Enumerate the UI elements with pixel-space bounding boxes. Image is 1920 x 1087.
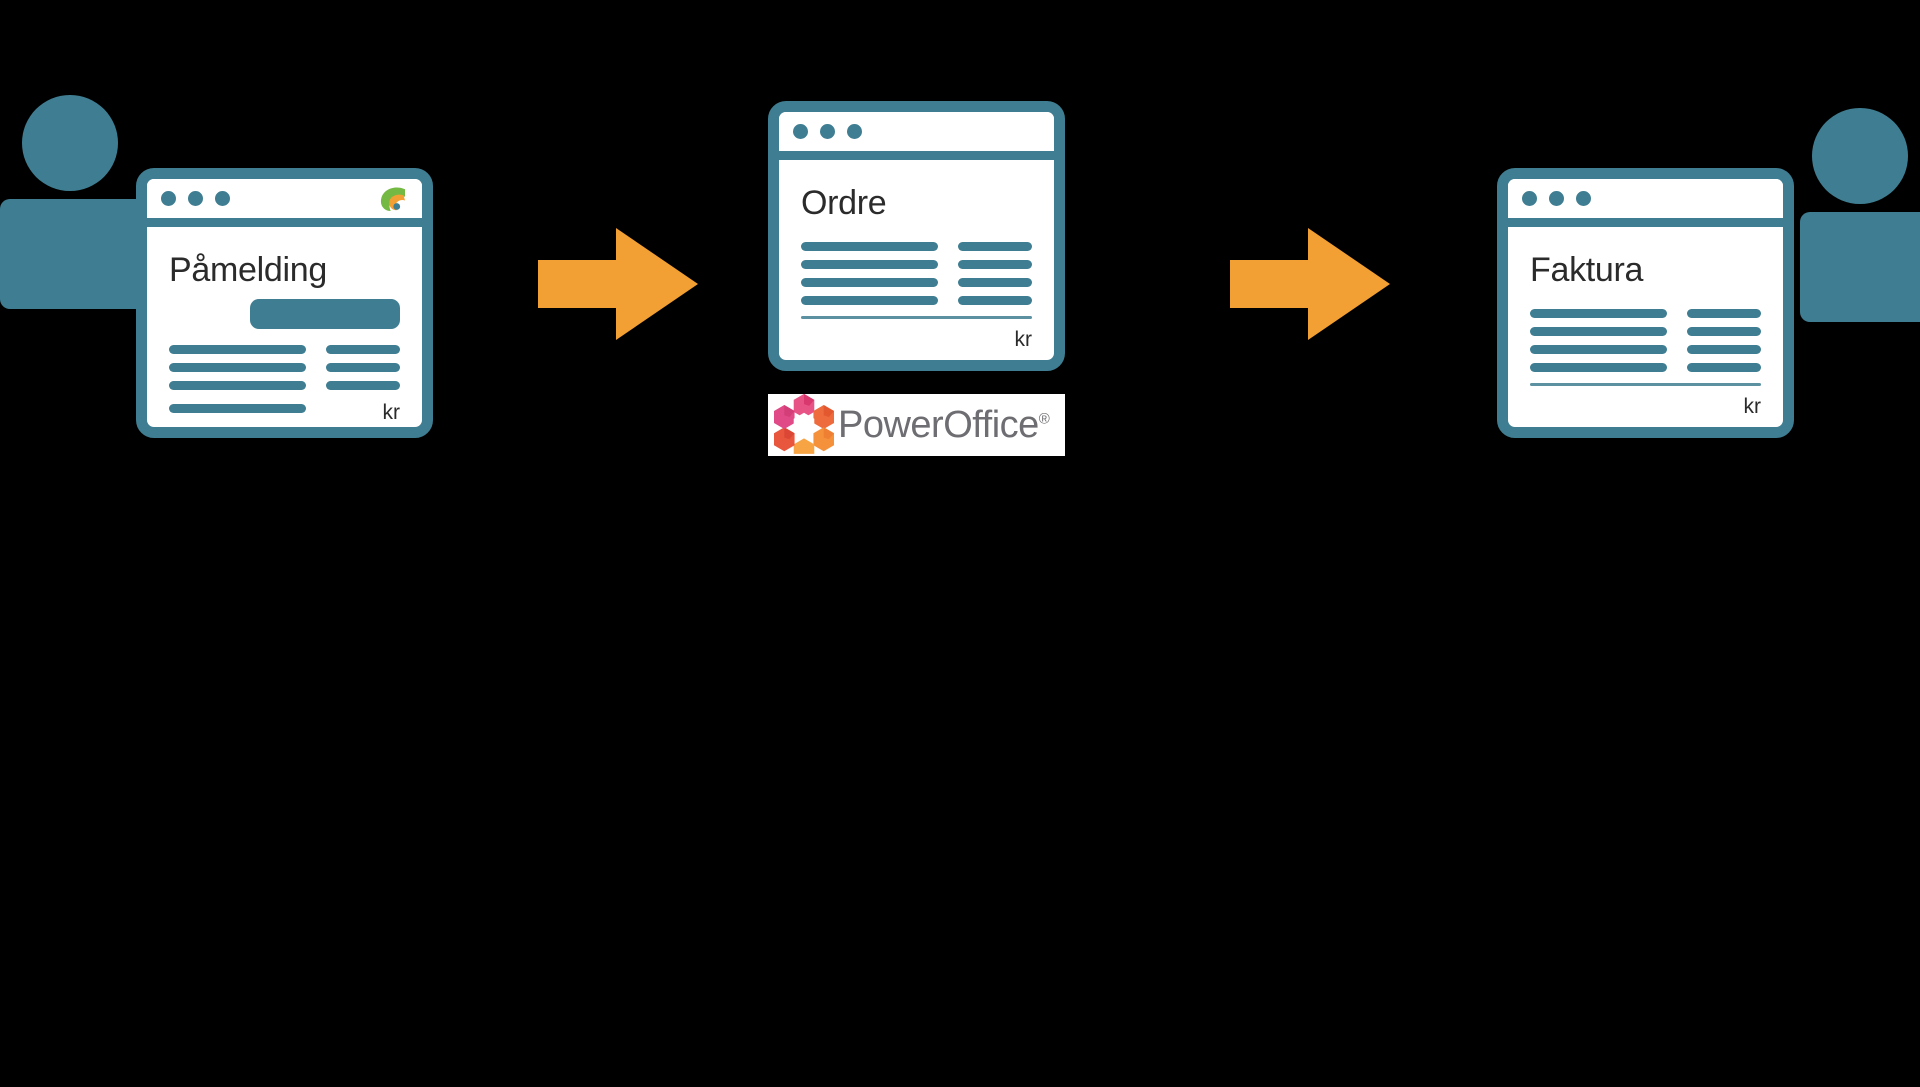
window-dots xyxy=(793,124,862,139)
actor-left xyxy=(0,95,200,309)
content-bar xyxy=(169,363,306,372)
divider-line xyxy=(1530,383,1761,386)
swirl-logo-icon xyxy=(378,186,408,212)
window-dots xyxy=(161,191,230,206)
card-ordre[interactable]: Ordre kr xyxy=(768,101,1065,371)
content-rows: kr xyxy=(169,345,400,423)
currency-label: kr xyxy=(1743,395,1762,418)
card-body: Ordre kr xyxy=(779,160,1054,351)
window-dot-3 xyxy=(215,191,230,206)
content-col-left xyxy=(169,345,306,423)
content-rows xyxy=(801,242,1032,314)
content-bar xyxy=(958,260,1032,269)
total-line xyxy=(801,370,1032,371)
window-dot-1 xyxy=(161,191,176,206)
card-pamelding[interactable]: Påmelding kr xyxy=(136,168,433,438)
window-dot-2 xyxy=(188,191,203,206)
window-dot-3 xyxy=(1576,191,1591,206)
submit-button[interactable] xyxy=(250,299,400,329)
content-col-left xyxy=(801,242,938,314)
content-col-right xyxy=(958,242,1032,314)
content-bar xyxy=(1530,309,1667,318)
content-bar xyxy=(326,381,400,390)
content-bar xyxy=(169,381,306,390)
content-rows xyxy=(1530,309,1761,381)
card-body: Påmelding kr xyxy=(147,227,422,423)
currency-label: kr xyxy=(1014,328,1033,351)
total-lines xyxy=(1530,427,1761,438)
content-bar xyxy=(958,296,1032,305)
card-title-faktura: Faktura xyxy=(1530,251,1644,289)
content-bar xyxy=(801,242,938,251)
window-dot-2 xyxy=(820,124,835,139)
content-bar xyxy=(1687,363,1761,372)
content-bar xyxy=(958,242,1032,251)
card-title-pamelding: Påmelding xyxy=(169,251,327,289)
total-line xyxy=(1530,437,1761,438)
arrow-pamelding-to-ordre xyxy=(538,228,698,340)
content-bar xyxy=(801,278,938,287)
window-dot-1 xyxy=(793,124,808,139)
content-bar xyxy=(801,260,938,269)
actor-left-body xyxy=(0,199,150,309)
poweroffice-wordmark: PowerOffice® xyxy=(838,404,1050,446)
registered-mark: ® xyxy=(1038,410,1050,428)
total-line xyxy=(801,360,1032,363)
actor-right-body xyxy=(1800,212,1920,322)
content-bar-extra xyxy=(169,404,306,413)
card-title-ordre: Ordre xyxy=(801,184,887,222)
content-bar xyxy=(1530,363,1667,372)
card-faktura[interactable]: Faktura kr xyxy=(1497,168,1794,438)
content-bar xyxy=(169,345,306,354)
poweroffice-logo: PowerOffice® xyxy=(768,392,1065,459)
card-titlebar xyxy=(779,112,1054,160)
window-dot-1 xyxy=(1522,191,1537,206)
content-col-right: kr xyxy=(326,345,400,423)
actor-right-head xyxy=(1812,108,1908,204)
content-col-right xyxy=(1687,309,1761,381)
content-bar xyxy=(1687,309,1761,318)
window-dot-2 xyxy=(1549,191,1564,206)
window-dot-3 xyxy=(847,124,862,139)
arrow-ordre-to-faktura xyxy=(1230,228,1390,340)
total-line xyxy=(1530,427,1761,430)
actor-right xyxy=(1800,108,1920,322)
content-col-left xyxy=(1530,309,1667,381)
currency-label: kr xyxy=(382,401,401,424)
poweroffice-wordmark-text: PowerOffice xyxy=(838,404,1039,446)
hexagon-flower-icon xyxy=(774,392,834,459)
content-bar xyxy=(958,278,1032,287)
card-titlebar xyxy=(1508,179,1783,227)
content-bar xyxy=(326,363,400,372)
actor-left-head xyxy=(22,95,118,191)
card-body: Faktura kr xyxy=(1508,227,1783,418)
content-bar xyxy=(801,296,938,305)
window-dots xyxy=(1522,191,1591,206)
card-titlebar xyxy=(147,179,422,227)
content-bar xyxy=(1530,345,1667,354)
content-bar xyxy=(1687,327,1761,336)
total-lines xyxy=(801,360,1032,371)
content-bar xyxy=(326,345,400,354)
divider-line xyxy=(801,316,1032,319)
content-bar xyxy=(1530,327,1667,336)
content-bar xyxy=(1687,345,1761,354)
